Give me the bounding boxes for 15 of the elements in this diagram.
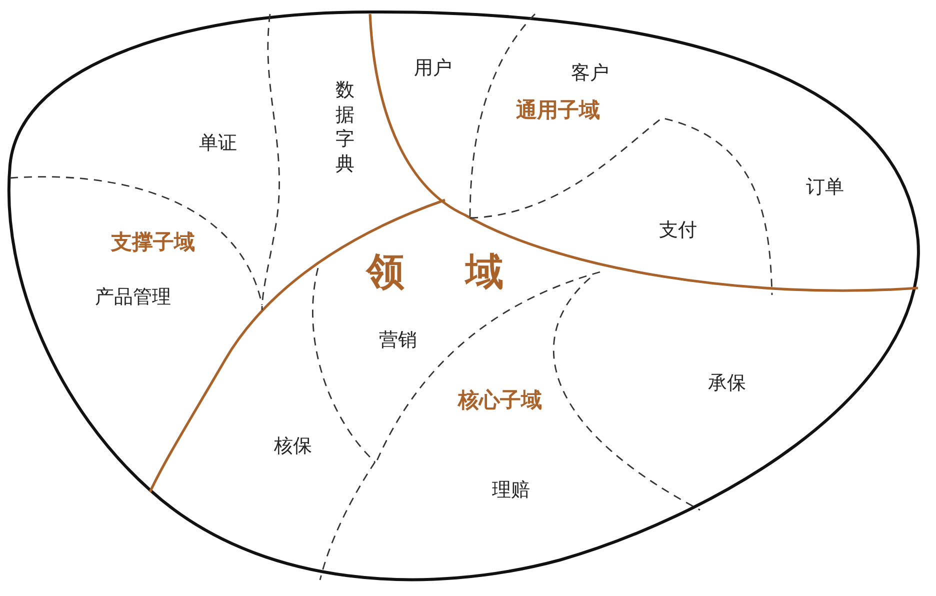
subdomain-label: 单证 [199, 131, 237, 156]
subdomain-label: 核保 [274, 434, 312, 459]
subdomain-group-label: 核心子域 [458, 387, 542, 414]
subdomain-label: 营销 [379, 328, 417, 353]
subdomain-label: 订单 [806, 175, 844, 200]
subdomain-label: 用户 [414, 56, 452, 81]
subdomain-label: 支付 [659, 218, 697, 243]
subdomain-label: 客户 [571, 61, 609, 86]
subdomain-group-label: 支撑子域 [111, 229, 195, 256]
subdomain-group-label: 通用子域 [516, 97, 600, 124]
subdomain-label: 承保 [708, 371, 746, 396]
subdomain-label: 数据字典 [336, 78, 354, 177]
domain-title: 领域 [364, 248, 564, 296]
subdomain-label: 理赔 [492, 478, 530, 503]
subdomain-label: 产品管理 [95, 285, 171, 310]
